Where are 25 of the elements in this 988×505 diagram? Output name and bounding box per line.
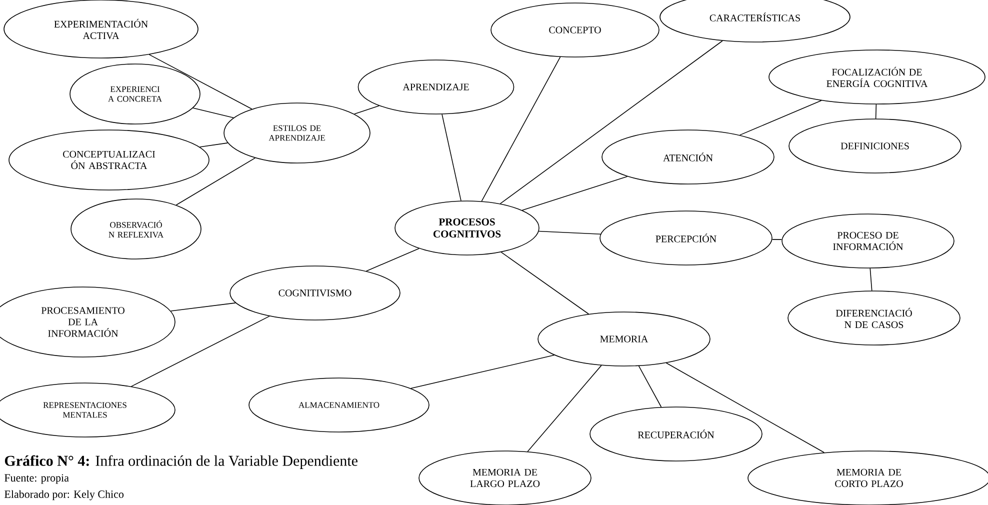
source-note: Elaborado por: Kely Chico [4, 490, 124, 500]
connector-line [500, 252, 590, 314]
connector-line [481, 56, 561, 202]
source-note: Fuente: propia [4, 474, 69, 484]
connector-line [875, 104, 877, 119]
connector-line [192, 108, 234, 118]
connector-line [500, 40, 723, 204]
connector-line [870, 268, 872, 291]
connector-line [538, 230, 601, 234]
connector-line [442, 114, 462, 202]
connector-line [199, 142, 228, 148]
connector-line [410, 354, 555, 389]
caption: Gráfico N° 4: Infra ordinación de la Variable Dependiente [4, 455, 358, 469]
connector-line [354, 105, 380, 114]
connector-line [522, 176, 628, 211]
connector-line [638, 366, 662, 408]
connector-line [772, 239, 782, 240]
connector-line [366, 248, 420, 272]
connector-line [130, 316, 270, 387]
connector-line [666, 362, 825, 453]
connector-line [148, 54, 252, 110]
connector-line [170, 302, 236, 312]
connector-line [176, 158, 256, 206]
connector-line [527, 365, 602, 452]
connector-line [739, 100, 822, 136]
